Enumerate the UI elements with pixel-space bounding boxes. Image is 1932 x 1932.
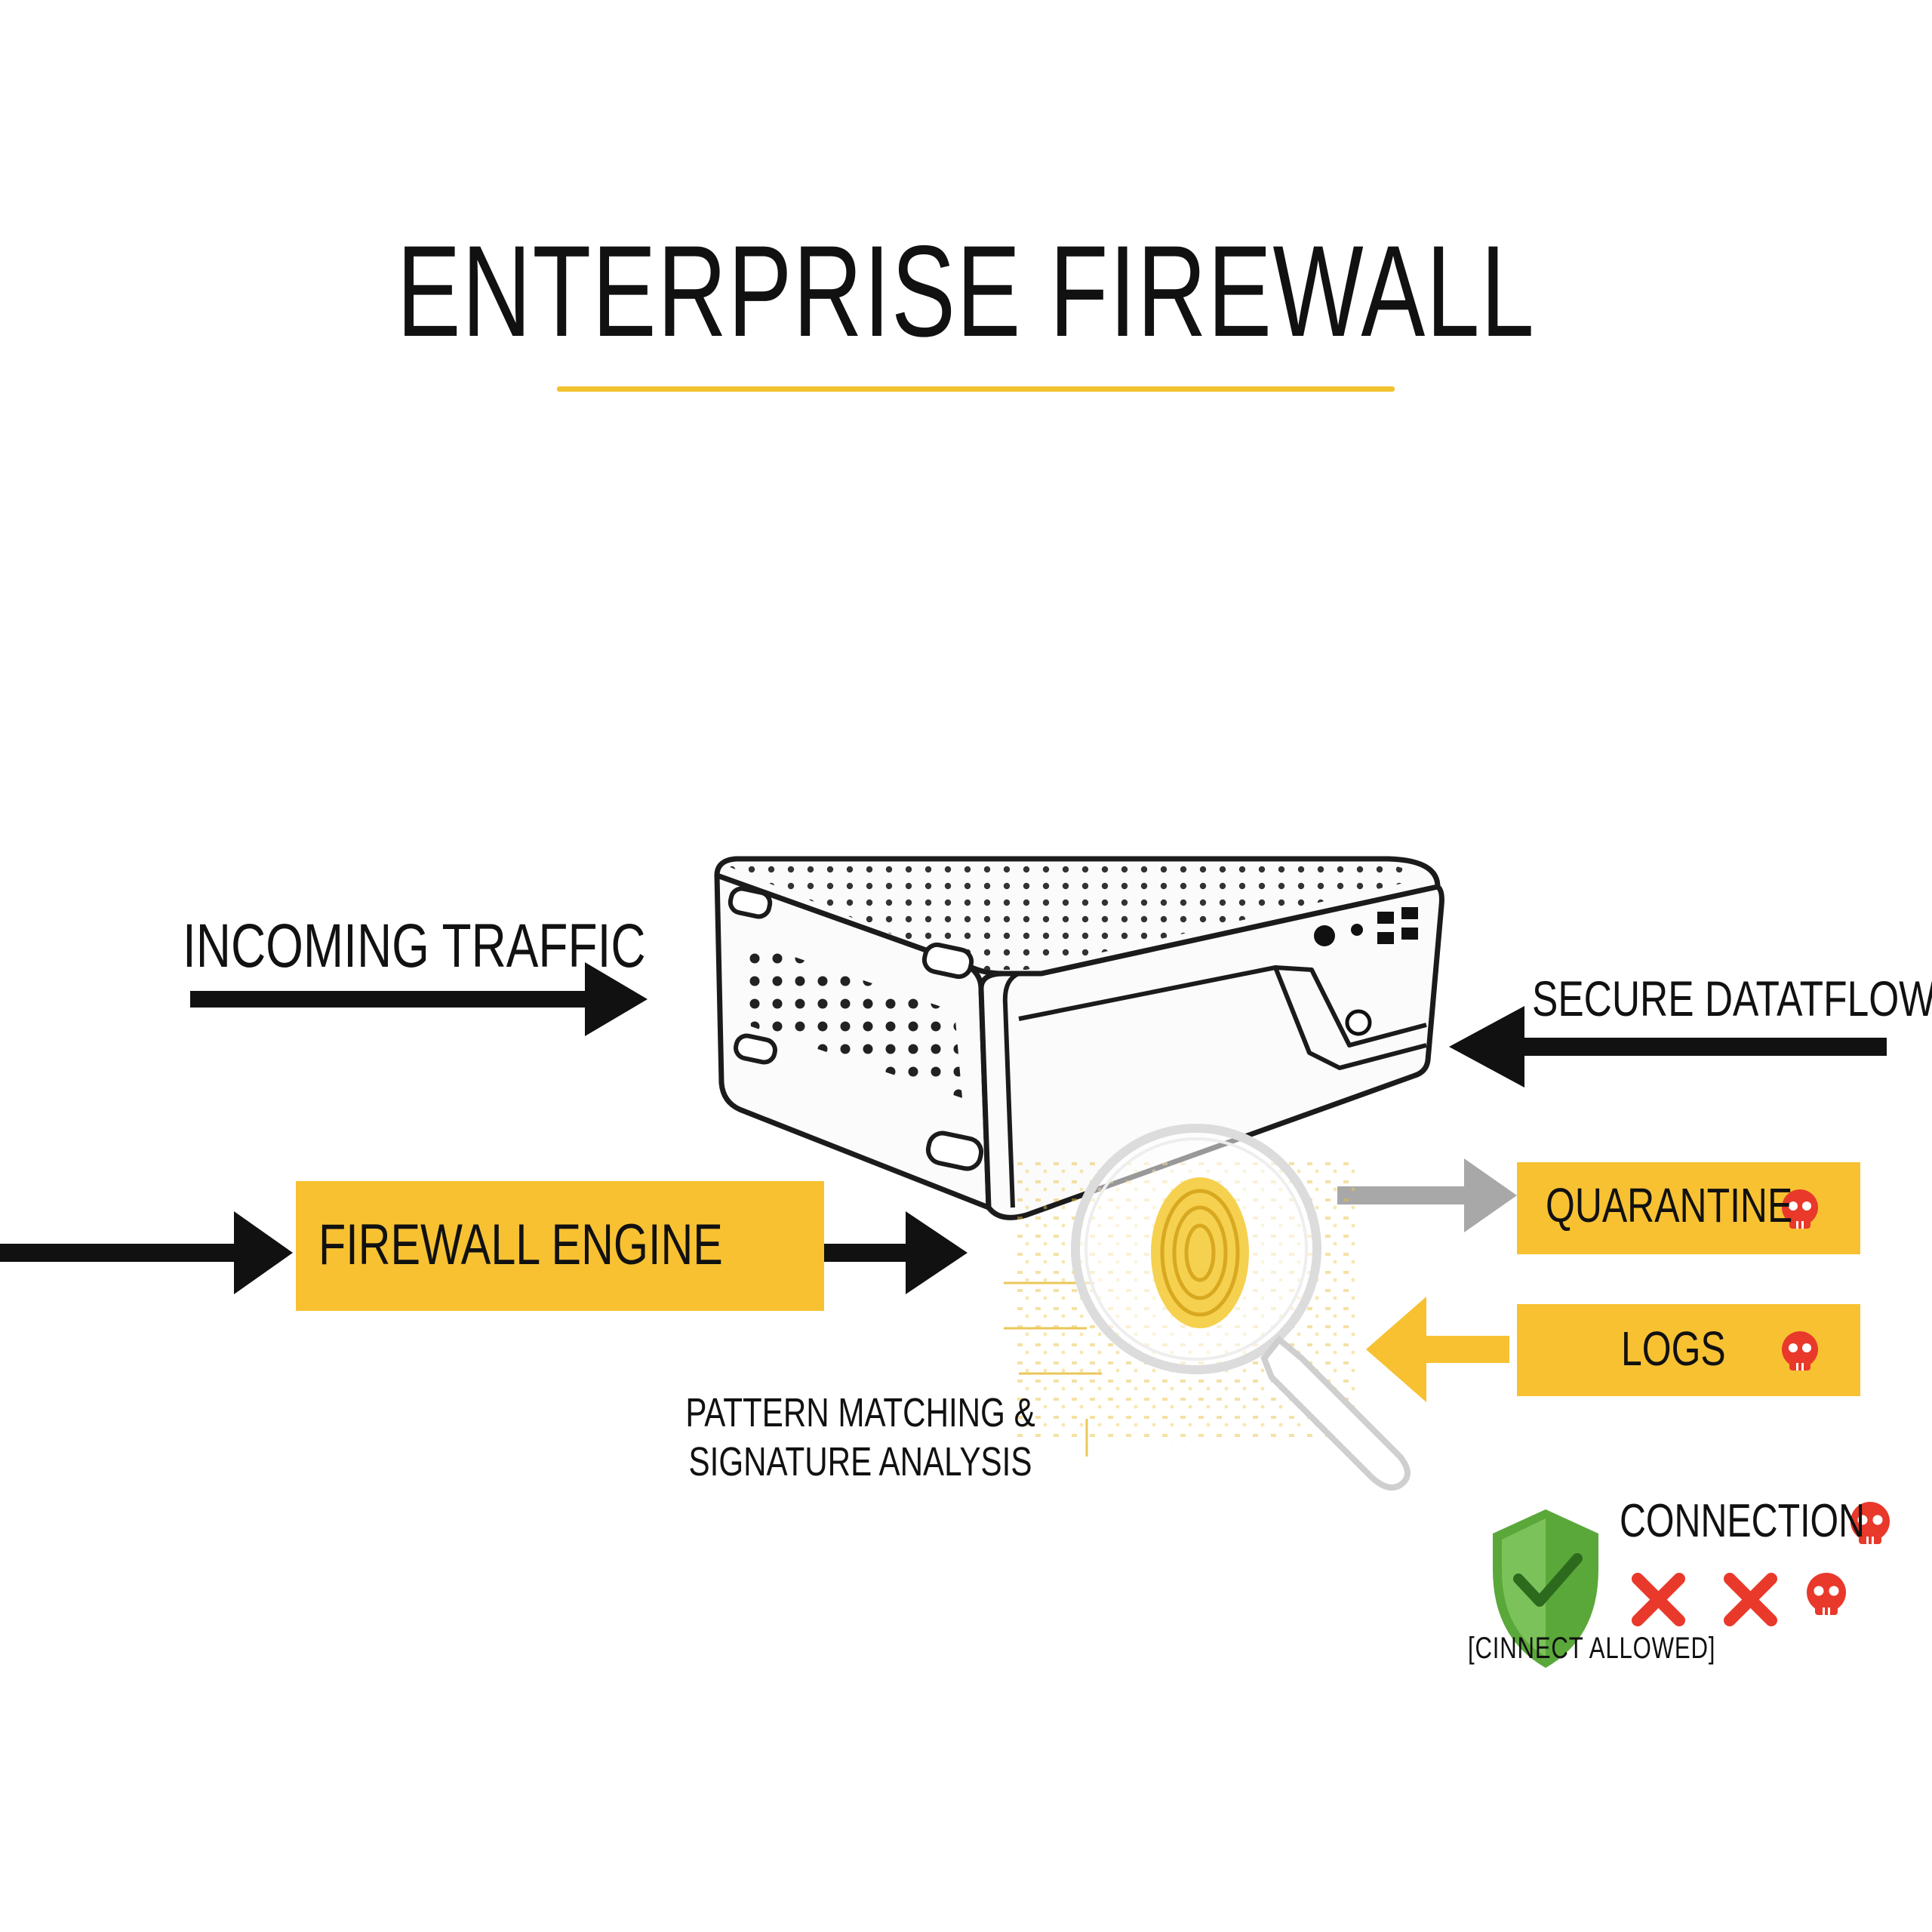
device-ports [1314, 907, 1418, 1036]
page-title: ENTERPRISE FIREWALL [396, 219, 1536, 364]
pattern-matching-label: PATTERN MATCHING & SIGNATURE ANALYSIS [619, 1389, 1102, 1487]
connection-label: CONNECTION [1620, 1495, 1866, 1547]
skull-icon [1850, 1502, 1890, 1544]
incoming-traffic-label: INCOMING TRAFFIC [183, 912, 646, 980]
title-underline [557, 386, 1395, 392]
secure-dataflow-arrow [1449, 1006, 1887, 1088]
pattern-line-2: SIGNATURE ANALYSIS [688, 1438, 1032, 1484]
incoming-arrow [190, 962, 648, 1036]
quarantine-label: QUARANTINE [1546, 1178, 1793, 1232]
skull-icon [1782, 1189, 1818, 1229]
device-feet [728, 886, 984, 1171]
vent-side [743, 940, 962, 1098]
logs-arrow [1366, 1297, 1509, 1402]
logs-label: LOGS [1621, 1321, 1726, 1376]
skull-icon [1782, 1331, 1818, 1371]
magnifier-icon [1071, 1124, 1411, 1491]
firewall-engine-box [296, 1181, 824, 1311]
pattern-line-1: PATTERN MATCHING & [685, 1390, 1035, 1435]
engine-input-arrow [0, 1211, 293, 1294]
shield-check-icon [1493, 1509, 1598, 1668]
firewall-engine-label: FIREWALL ENGINE [318, 1213, 723, 1277]
x-mark-icon [1724, 1573, 1777, 1626]
connect-allowed-caption: [CINNECT ALLOWED] [1468, 1632, 1716, 1665]
secure-dataflow-label: SECURE DATATFLOW [1532, 971, 1932, 1026]
x-mark-icon [1632, 1573, 1685, 1626]
quarantine-arrow [1337, 1158, 1517, 1232]
skull-icon [1807, 1573, 1846, 1615]
